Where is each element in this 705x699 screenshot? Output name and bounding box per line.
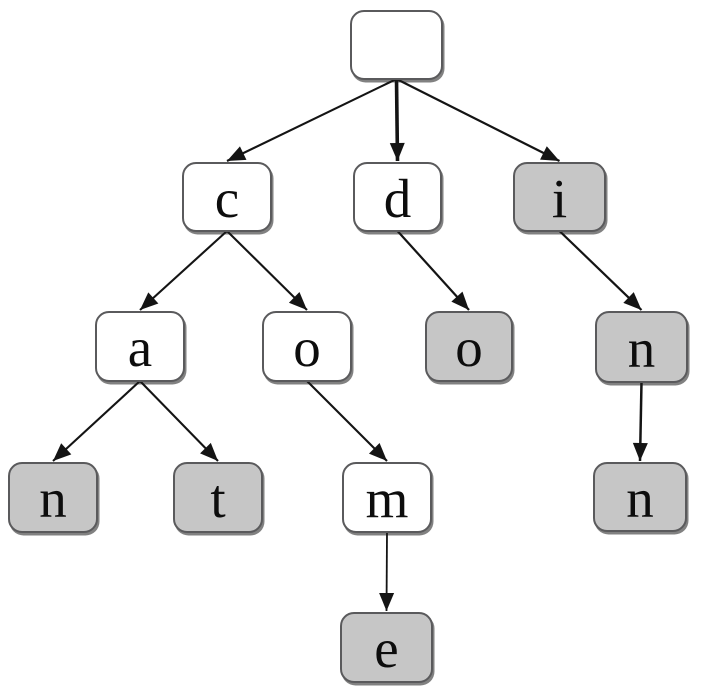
- trie-node-a: a: [95, 311, 185, 382]
- edge-root-i: [396, 78, 560, 162]
- node-letter: o: [293, 317, 321, 378]
- edge-n1-n3: [632, 381, 648, 462]
- trie-node-o2: o: [425, 311, 513, 382]
- trie-node-o1: o: [262, 311, 352, 382]
- node-letter: m: [365, 468, 409, 529]
- trie-node-e: e: [340, 612, 433, 683]
- trie-node-m: m: [342, 462, 432, 533]
- node-letter: a: [127, 317, 153, 378]
- trie-node-n2: n: [8, 462, 98, 533]
- trie-node-d: d: [353, 162, 442, 232]
- edge-root-d: [389, 78, 405, 162]
- edge-o1-m: [306, 380, 388, 462]
- trie-node-t: t: [173, 462, 263, 533]
- edge-root-c: [226, 78, 397, 162]
- edge-i-n1: [558, 230, 643, 311]
- edge-m-e: [379, 531, 395, 612]
- node-letter: c: [214, 167, 240, 229]
- node-letter: t: [210, 468, 226, 529]
- node-letter: e: [374, 618, 399, 679]
- node-letter: n: [39, 468, 67, 529]
- trie-node-n1: n: [595, 311, 688, 383]
- trie-node-n3: n: [593, 462, 687, 532]
- node-letter: o: [455, 317, 483, 378]
- edge-a-t: [139, 380, 219, 462]
- trie-node-c: c: [182, 162, 272, 232]
- node-letter: n: [627, 317, 656, 379]
- edge-d-o2: [396, 230, 470, 311]
- trie-node-i: i: [513, 162, 606, 232]
- node-letter: d: [383, 167, 412, 229]
- node-letter: i: [551, 167, 568, 229]
- edge-c-a: [139, 230, 228, 311]
- node-letter: n: [626, 467, 654, 529]
- edge-a-n2: [52, 380, 141, 462]
- edge-c-o1: [226, 230, 308, 311]
- trie-node-root: [350, 10, 443, 80]
